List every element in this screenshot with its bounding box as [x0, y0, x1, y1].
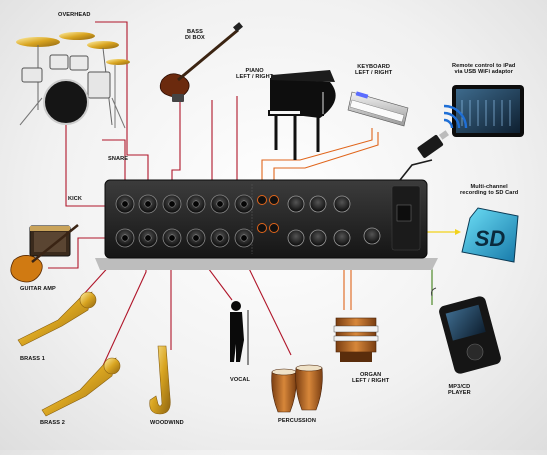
label-keyboard: KEYBOARD LEFT / RIGHT: [355, 64, 393, 77]
kick-drum: [43, 79, 89, 125]
sd-slot: [396, 204, 412, 222]
trumpet-1: [17, 291, 97, 347]
bass-guitar: [159, 22, 243, 102]
combo-input-jack: [234, 228, 254, 248]
combo-input-jack: [138, 228, 158, 248]
label-bass: BASS DI BOX: [185, 29, 205, 42]
piano-mic: [322, 92, 324, 114]
di-box: [172, 94, 184, 102]
combo-input-jack: [138, 194, 158, 214]
label-mp3: MP3/CD PLAYER: [448, 384, 471, 397]
sd-card-text: SD: [475, 226, 506, 251]
mixer-unit: [95, 179, 438, 270]
line-input-jack: [269, 195, 279, 205]
label-overhead: OVERHEAD: [58, 12, 91, 18]
tom-1: [49, 54, 69, 70]
wifi-waves-icon: [443, 104, 468, 129]
combo-input-jack: [186, 228, 206, 248]
xlr-output-jack: [333, 195, 351, 213]
floor-tom: [87, 71, 111, 99]
drum-kit: [16, 32, 130, 129]
xlr-output-jack: [309, 195, 327, 213]
mixer-body: [104, 179, 428, 259]
cymbal-left: [16, 37, 60, 47]
mixer-base: [95, 258, 438, 270]
overhead-cable: [95, 21, 149, 192]
label-kick: KICK: [68, 196, 83, 202]
tom-2: [69, 55, 89, 71]
label-sd: Multi-channel recording to SD Card: [460, 184, 519, 197]
xlr-output-jack: [363, 227, 381, 245]
xlr-output-jack: [287, 229, 305, 247]
mp3-player: [431, 287, 501, 374]
label-brass2: BRASS 2: [40, 420, 65, 426]
keyboard-right-cable: [273, 132, 379, 185]
combo-jacks: [115, 194, 279, 248]
combo-input-jack: [162, 194, 182, 214]
organ: [333, 317, 379, 362]
combo-input-jack: [186, 194, 206, 214]
label-guitar-amp: GUITAR AMP: [20, 286, 56, 292]
combo-input-jack: [234, 194, 254, 214]
vocalist: [230, 301, 249, 365]
keyboard-left-cable: [261, 128, 373, 185]
label-snare: SNARE: [108, 156, 129, 162]
line-input-jack: [269, 223, 279, 233]
saxophone: [149, 345, 171, 415]
bass-cable: [171, 97, 181, 192]
label-woodwind: WOODWIND: [150, 420, 184, 426]
cymbal-mid: [59, 32, 95, 40]
label-organ: ORGAN LEFT / RIGHT: [352, 372, 390, 385]
guitar-amp: [29, 225, 71, 257]
grand-piano: [268, 70, 336, 160]
cymbal-right: [87, 41, 119, 49]
combo-input-jack: [210, 228, 230, 248]
combo-input-jack: [162, 228, 182, 248]
sd-card: SD: [461, 207, 519, 263]
combo-input-jack: [115, 228, 135, 248]
hihat: [106, 59, 130, 65]
xlr-output-jack: [309, 229, 327, 247]
label-piano: PIANO LEFT / RIGHT: [236, 68, 274, 81]
conga-drums: [271, 364, 323, 413]
guitar-amp-cable: [48, 237, 120, 269]
trumpet-2: [41, 357, 121, 417]
keyboard: [347, 91, 409, 127]
sd-link-arrow: [455, 229, 461, 235]
line-input-jack: [257, 195, 267, 205]
label-vocal: VOCAL: [230, 377, 251, 383]
xlr-outputs: [287, 195, 381, 247]
combo-input-jack: [210, 194, 230, 214]
combo-input-jack: [115, 194, 135, 214]
xlr-output-jack: [287, 195, 305, 213]
xlr-output-jack: [333, 229, 351, 247]
ipad: [452, 85, 524, 137]
line-input-jack: [257, 223, 267, 233]
kick-cable: [65, 110, 120, 207]
snare-cable: [102, 139, 126, 192]
label-brass1: BRASS 1: [20, 356, 45, 362]
electric-guitar: [10, 224, 79, 283]
usb-wifi-adaptor: [417, 130, 449, 158]
label-percussion: PERCUSSION: [278, 418, 316, 424]
snare-drum: [21, 67, 43, 83]
label-ipad: Remote control to iPad via USB WiFi adap…: [452, 63, 516, 76]
